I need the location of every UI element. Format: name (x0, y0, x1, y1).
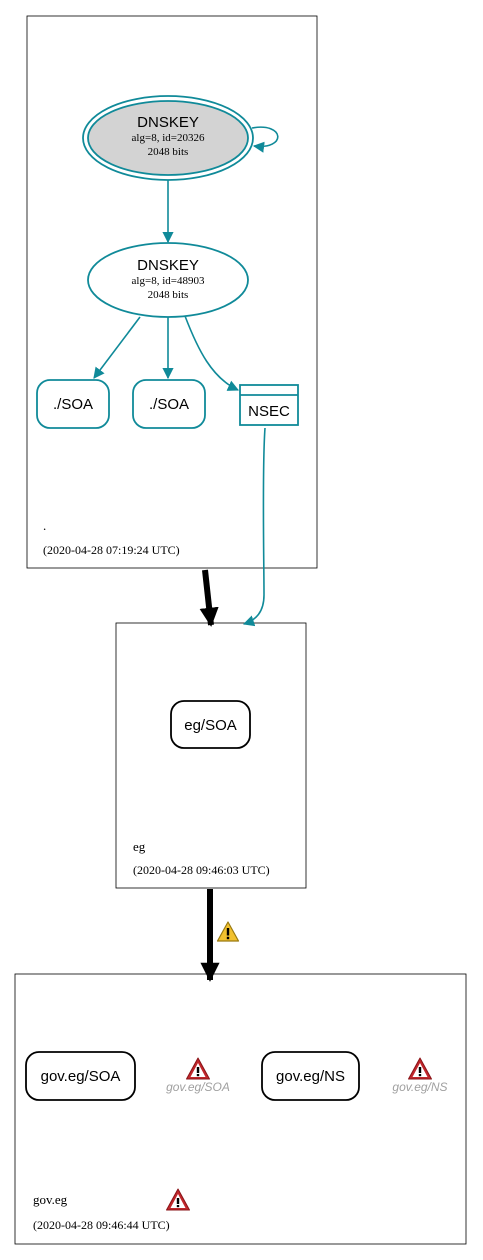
nsec-label: NSEC (248, 403, 290, 420)
zsk-title: DNSKEY (137, 257, 199, 274)
nsec-node[interactable]: NSEC (239, 384, 299, 426)
goveg-ns-error-node[interactable]: gov.eg/NS (392, 1057, 448, 1094)
zone-root-timestamp: (2020-04-28 07:19:24 UTC) (43, 543, 180, 557)
error-icon (186, 1057, 210, 1080)
ksk-alg-line: alg=8, id=20326 (132, 132, 205, 144)
zsk-to-nsec-edge (184, 315, 240, 391)
eg-soa-label: eg/SOA (184, 717, 237, 734)
dnskey-ksk-node[interactable]: DNSKEY alg=8, id=20326 2048 bits (82, 95, 254, 181)
ksk-self-loop-edge (251, 126, 279, 153)
zone-root-name: . (43, 518, 46, 533)
root-soa-node-1[interactable]: ./SOA (36, 379, 110, 429)
zsk-bits-line: 2048 bits (148, 289, 189, 301)
root-soa-2-label: ./SOA (149, 396, 189, 413)
zone-root-box (26, 15, 318, 569)
eg-soa-node[interactable]: eg/SOA (170, 700, 251, 749)
delegation-root-to-eg-edge (199, 569, 219, 627)
goveg-soa-error-node[interactable]: gov.eg/SOA (166, 1057, 230, 1094)
ksk-bits-line: 2048 bits (148, 146, 189, 158)
dnskey-zsk-node[interactable]: DNSKEY alg=8, id=48903 2048 bits (87, 242, 249, 318)
zone-eg-name: eg (133, 839, 146, 854)
goveg-soa-label: gov.eg/SOA (41, 1068, 121, 1085)
goveg-ns-node[interactable]: gov.eg/NS (261, 1051, 360, 1101)
error-icon (408, 1057, 432, 1080)
root-soa-1-label: ./SOA (53, 396, 93, 413)
error-icon[interactable] (166, 1188, 190, 1211)
zone-goveg-name: gov.eg (33, 1192, 68, 1207)
goveg-soa-ghost-label: gov.eg/SOA (166, 1080, 230, 1094)
goveg-ns-ghost-label: gov.eg/NS (392, 1080, 447, 1094)
zsk-to-soa1-edge (93, 316, 141, 379)
warning-icon[interactable] (216, 921, 240, 942)
zone-goveg-box (14, 973, 467, 1245)
root-soa-node-2[interactable]: ./SOA (132, 379, 206, 429)
goveg-soa-node[interactable]: gov.eg/SOA (25, 1051, 136, 1101)
zsk-alg-line: alg=8, id=48903 (132, 275, 205, 287)
goveg-ns-label: gov.eg/NS (276, 1068, 345, 1085)
zone-goveg-timestamp: (2020-04-28 09:46:44 UTC) (33, 1218, 170, 1232)
nsec-to-eg-edge (242, 427, 266, 627)
ksk-title: DNSKEY (137, 114, 199, 131)
zone-eg-timestamp: (2020-04-28 09:46:03 UTC) (133, 863, 270, 877)
